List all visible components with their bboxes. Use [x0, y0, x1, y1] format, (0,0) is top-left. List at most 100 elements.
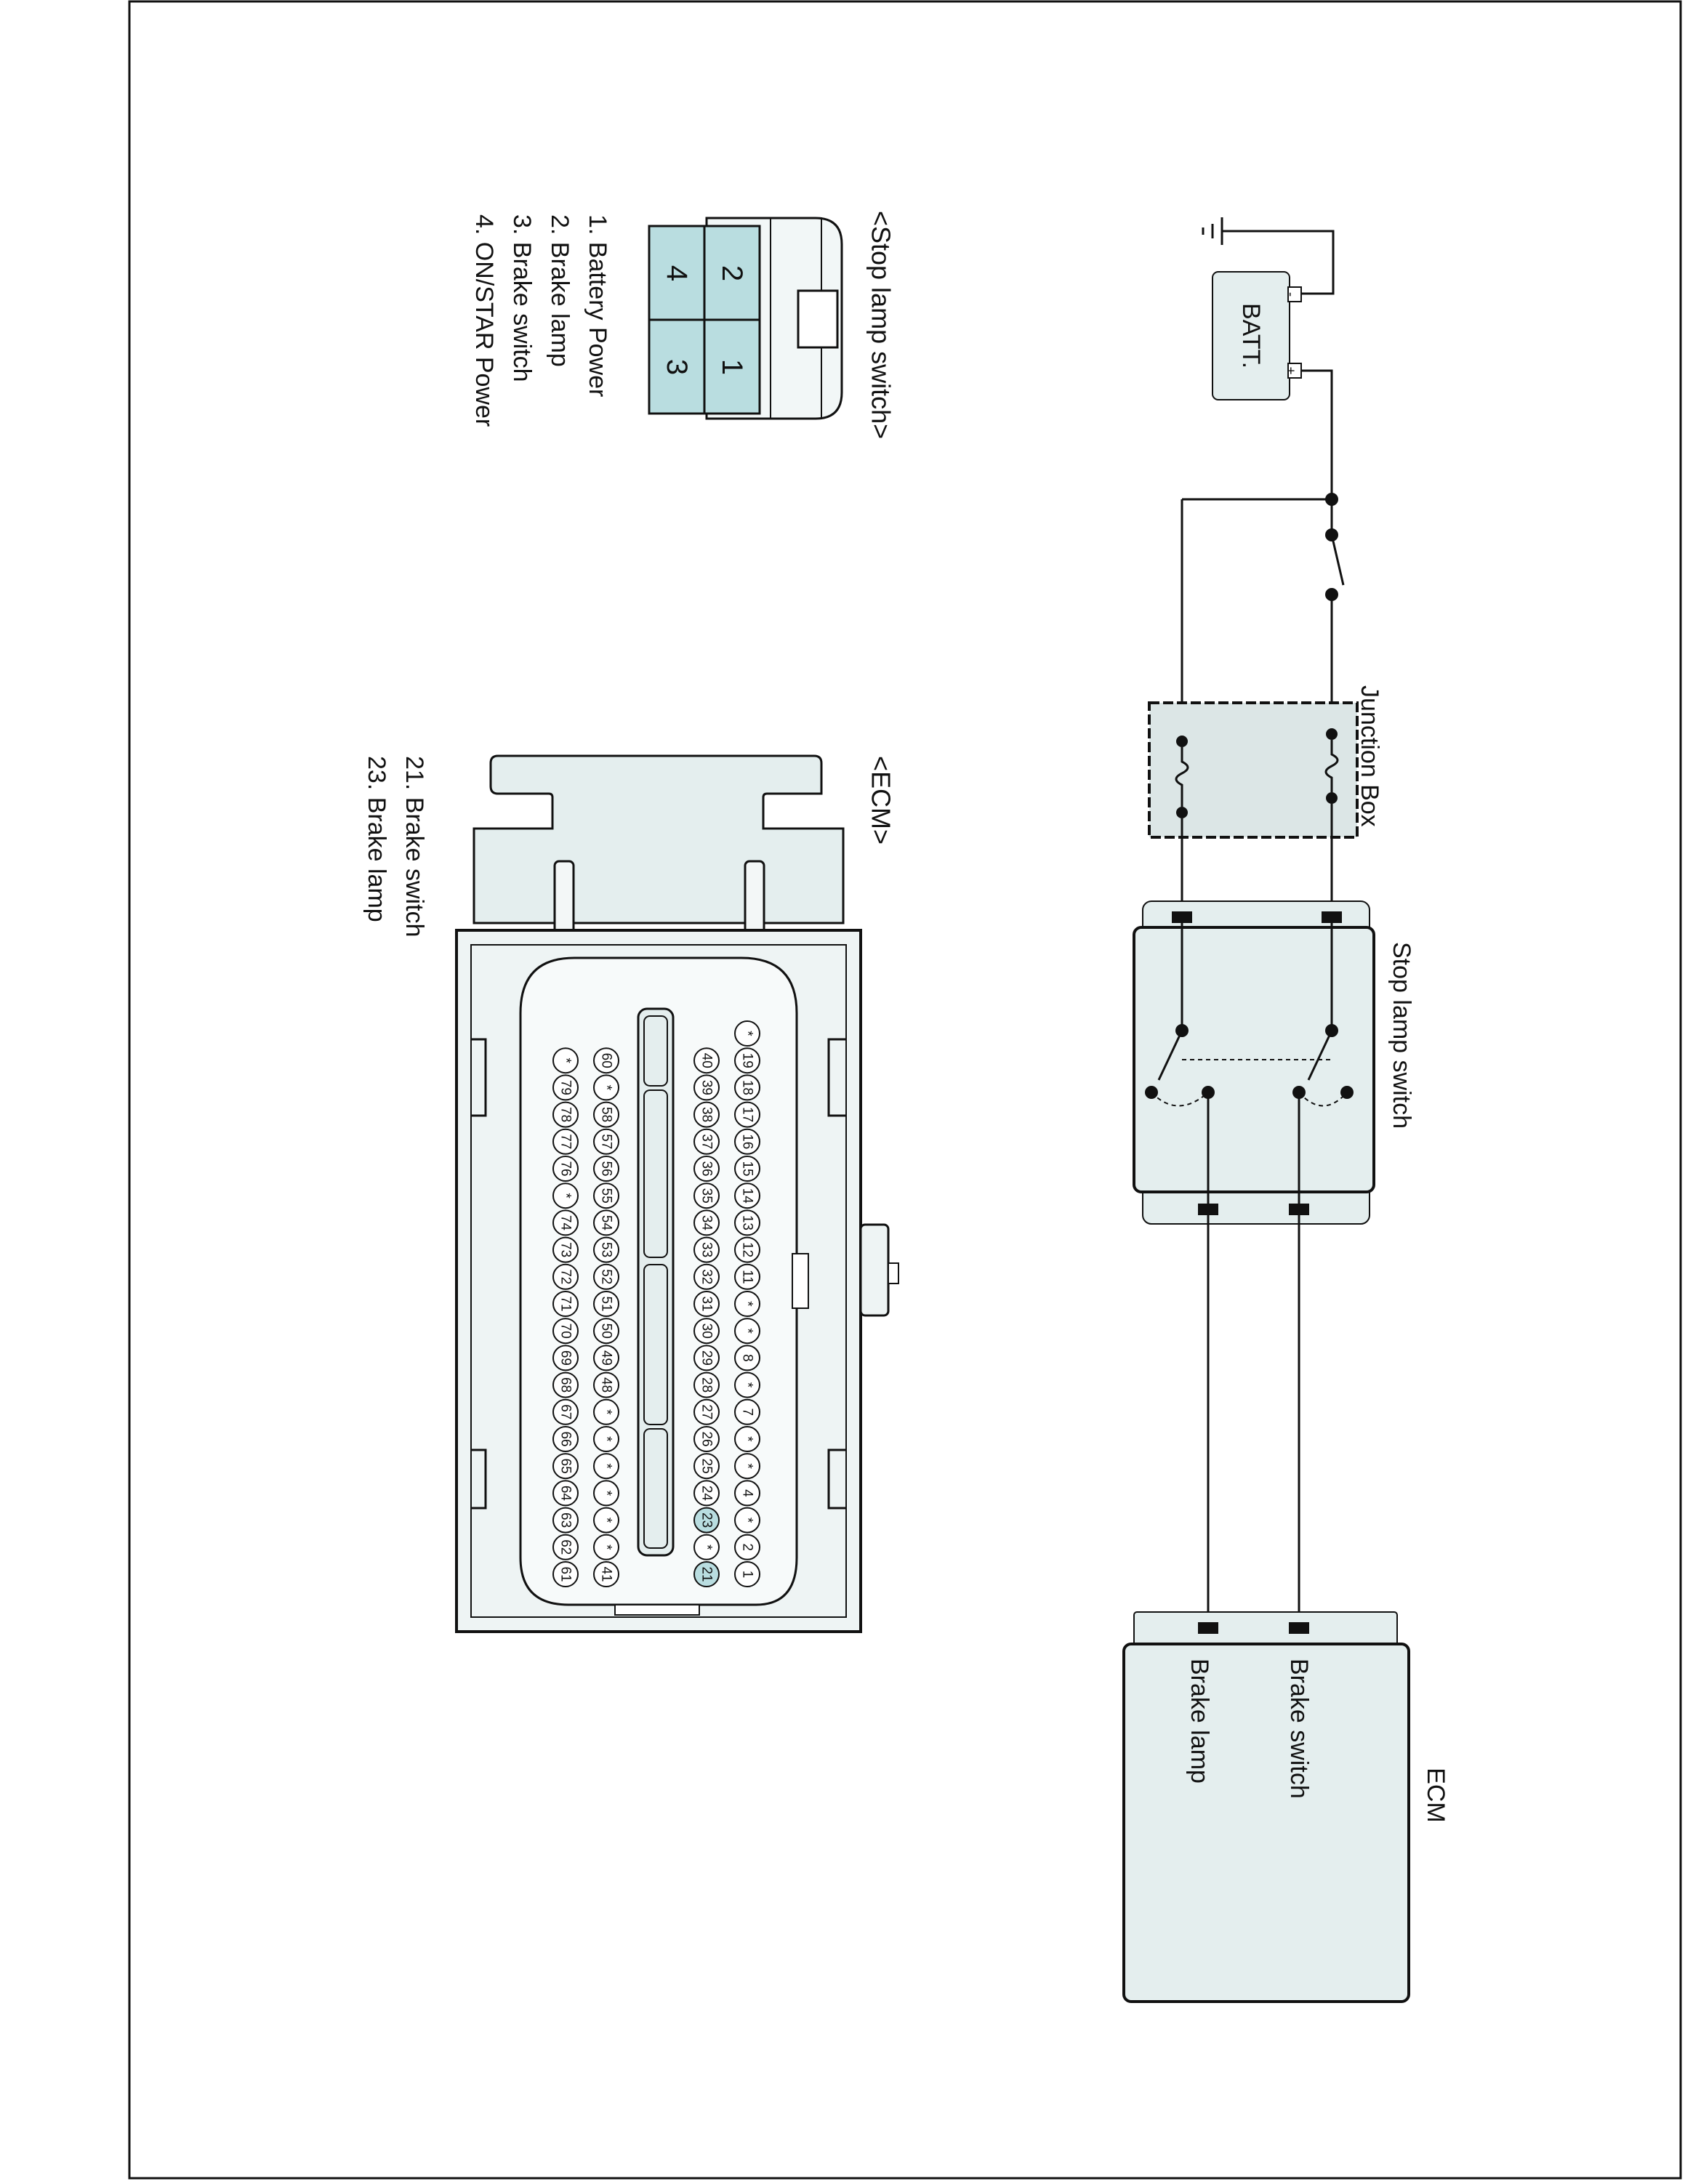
ecm-pin-label: 25 [699, 1459, 715, 1474]
ecm-pin-12 [734, 1236, 760, 1263]
ecm-pin-48 [593, 1371, 619, 1398]
ecm-label: ECM [1422, 1768, 1449, 1823]
ecm-pin-label: 76 [558, 1161, 574, 1176]
ecm-pin-label: 18 [740, 1080, 755, 1095]
splice-point [1325, 493, 1338, 506]
ecm-pin-label: 17 [740, 1107, 755, 1122]
ecm-pin-label: 48 [599, 1377, 614, 1393]
ecm-pin-35 [693, 1182, 720, 1209]
ecm-pin-empty [593, 1398, 619, 1425]
ecm-pin-empty [593, 1426, 619, 1452]
ecm-pin-label: 13 [740, 1215, 755, 1230]
junction-box: Junction Box [1148, 685, 1383, 839]
ecm-pin-37 [693, 1128, 720, 1155]
ecm-pin-label: 12 [740, 1242, 755, 1257]
switch-terminal-out-2 [1198, 1204, 1218, 1215]
ecm-pin-label: 26 [699, 1431, 715, 1446]
ecm-pin-label: 50 [599, 1323, 614, 1339]
ecm-pin-label: 39 [699, 1080, 715, 1095]
ecm-pin-16 [734, 1128, 760, 1155]
ecm-pin-label: * [740, 1031, 755, 1036]
ecm-pin-28 [693, 1371, 720, 1398]
ecm-pin-label: 32 [699, 1269, 715, 1284]
ecm-pin-label: 19 [740, 1053, 755, 1068]
ecm-pin-23 [693, 1507, 720, 1534]
stop-lamp-legend-2: 2. Brake lamp [546, 214, 574, 367]
ecm-pin-30 [693, 1318, 720, 1345]
ecm-pin-38 [693, 1101, 720, 1128]
ecm-pin-31 [693, 1291, 720, 1317]
ecm-pin-label: 16 [740, 1134, 755, 1149]
ecm-pin-label: 79 [558, 1080, 574, 1095]
ecm-pin-77 [552, 1128, 579, 1155]
ecm-pin-76 [552, 1156, 579, 1182]
ecm-pin-label: * [740, 1436, 755, 1442]
ecm-pin-label: 30 [699, 1323, 715, 1339]
stop-lamp-switch-label: Stop lamp switch [1388, 942, 1415, 1129]
ecm-pin-label: * [699, 1544, 715, 1550]
stop-lamp-legend-1: 1. Battery Power [584, 214, 611, 397]
ecm-pin-52 [593, 1263, 619, 1290]
ecm-pin-label: 68 [558, 1377, 574, 1393]
ecm-pin-label: * [599, 1085, 614, 1091]
stop-lamp-connector-view: <Stop lamp switch> 1 2 3 4 1. Battery Po… [470, 211, 896, 439]
ecm-pin-17 [734, 1101, 760, 1128]
fuse-1-in [1326, 728, 1338, 740]
fuse-1-out [1326, 792, 1338, 804]
ecm-pin-8 [734, 1345, 760, 1371]
ecm-pin-label: 11 [740, 1270, 755, 1284]
ecm-pin-label: 58 [599, 1107, 614, 1122]
ecm-pin-label: 52 [599, 1269, 614, 1284]
battery-label: BATT. [1237, 303, 1265, 368]
stop-lamp-legend-4: 4. ON/STAR Power [470, 214, 498, 427]
ignition-switch-contact-a [1325, 528, 1338, 541]
stop-lamp-cavity-label-3: 3 [661, 359, 693, 375]
ecm-pin-74 [552, 1209, 579, 1236]
ecm-pin-label: * [599, 1409, 614, 1415]
battery-negative-sign: - [1283, 292, 1298, 297]
ecm-pin-label: * [740, 1328, 755, 1334]
ground-symbol [1202, 217, 1223, 245]
ecm-pin-label: 2 [740, 1544, 755, 1552]
ecm-pin-39 [693, 1074, 720, 1101]
switch-blade-1 [1307, 1030, 1333, 1081]
stop-lamp-legend-3: 3. Brake switch [508, 214, 536, 382]
ecm-connector-top-tab [472, 754, 845, 924]
ecm-pin-64 [552, 1480, 579, 1507]
ecm-pin-empty [734, 1507, 760, 1534]
ecm-pin-label: 78 [558, 1107, 574, 1122]
ecm-pin-49 [593, 1345, 619, 1371]
ecm-pin-58 [593, 1101, 619, 1128]
ecm-pin-label: 29 [699, 1350, 715, 1366]
page-border [128, 0, 1682, 2180]
ecm-pin-33 [693, 1236, 720, 1263]
ecm-pin-empty [552, 1047, 579, 1074]
fuse-2-icon [1175, 747, 1189, 807]
ecm-connector-title: <ECM> [866, 756, 896, 845]
battery-positive-wire [1301, 369, 1333, 499]
ecm-pin-label: 7 [740, 1409, 755, 1417]
ecm-pin-50 [593, 1318, 619, 1345]
ecm-pin-72 [552, 1263, 579, 1290]
ecm-pin-label: 24 [699, 1486, 715, 1502]
ecm-connector-center-slot [637, 1007, 675, 1557]
fuse-2-out [1176, 807, 1188, 818]
ecm-pin-56 [593, 1156, 619, 1182]
ecm-pin-63 [552, 1507, 579, 1534]
ecm-pin-15 [734, 1156, 760, 1182]
switch-terminal-out-1 [1289, 1204, 1309, 1215]
ecm-pin-empty [593, 1453, 619, 1480]
junction-box-label: Junction Box [1356, 685, 1383, 827]
ecm-pin-40 [693, 1047, 720, 1074]
ecm-pin-29 [693, 1345, 720, 1371]
battery-positive-sign: + [1283, 366, 1298, 374]
ecm-pin-61 [552, 1561, 579, 1587]
ecm-pin-label: 38 [699, 1107, 715, 1122]
ecm-pin-34 [693, 1209, 720, 1236]
ecm-pin-label: 63 [558, 1512, 574, 1528]
ecm-module: Brake switch Brake lamp ECM [1122, 1611, 1449, 2003]
ecm-pin-73 [552, 1236, 579, 1263]
ecm-pin-65 [552, 1453, 579, 1480]
